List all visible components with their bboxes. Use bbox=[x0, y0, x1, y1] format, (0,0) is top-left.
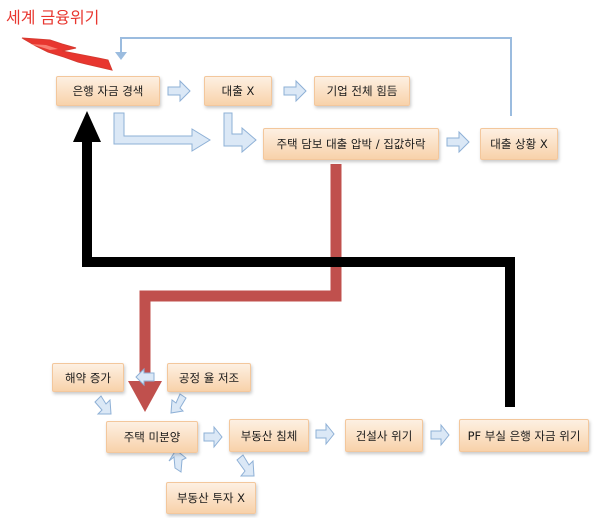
bent-arrow bbox=[223, 112, 257, 154]
lightning-bolt-icon bbox=[21, 37, 113, 71]
node-no-investment: 부동산 투자 X bbox=[166, 482, 256, 514]
feedback-arrowhead bbox=[115, 52, 127, 60]
red-flow-path bbox=[139, 164, 342, 381]
arrow-right bbox=[446, 130, 470, 154]
node-pf-crisis: PF 부실 은행 자금 위기 bbox=[459, 419, 589, 452]
bent-arrow bbox=[113, 112, 211, 152]
red-flow-arrowhead bbox=[128, 381, 162, 412]
black-flow-arrowhead bbox=[73, 111, 101, 142]
arrow-diagonal bbox=[170, 393, 187, 414]
arrow-right bbox=[167, 79, 191, 103]
arrow-diagonal bbox=[168, 449, 187, 473]
node-realestate-slump: 부동산 침체 bbox=[229, 419, 309, 452]
node-corporate-hardship: 기업 전체 힘듬 bbox=[314, 76, 410, 106]
node-loan-status: 대출 상황 X bbox=[480, 128, 558, 160]
arrow-right bbox=[203, 425, 223, 449]
arrow-right bbox=[430, 423, 450, 447]
arrow-right bbox=[315, 422, 335, 446]
feedback-line bbox=[120, 37, 512, 116]
arrow-diagonal bbox=[236, 454, 255, 477]
node-no-loans: 대출 X bbox=[204, 76, 272, 106]
node-low-construction: 공정 율 저조 bbox=[167, 363, 251, 392]
arrow-right bbox=[283, 79, 307, 103]
node-bank-funds-tight: 은행 자금 경색 bbox=[56, 76, 160, 106]
node-demand-increase: 해약 증가 bbox=[52, 363, 124, 392]
node-unsold-housing: 주택 미분양 bbox=[106, 421, 198, 453]
arrow-diagonal bbox=[94, 395, 112, 415]
node-mortgage-pressure: 주택 담보 대출 압박 / 집값하락 bbox=[263, 128, 439, 160]
page-title: 세계 금융위기 bbox=[6, 8, 100, 27]
node-builder-crisis: 건설사 위기 bbox=[345, 419, 423, 452]
black-flow-path bbox=[82, 140, 515, 407]
arrow-left bbox=[135, 367, 155, 387]
